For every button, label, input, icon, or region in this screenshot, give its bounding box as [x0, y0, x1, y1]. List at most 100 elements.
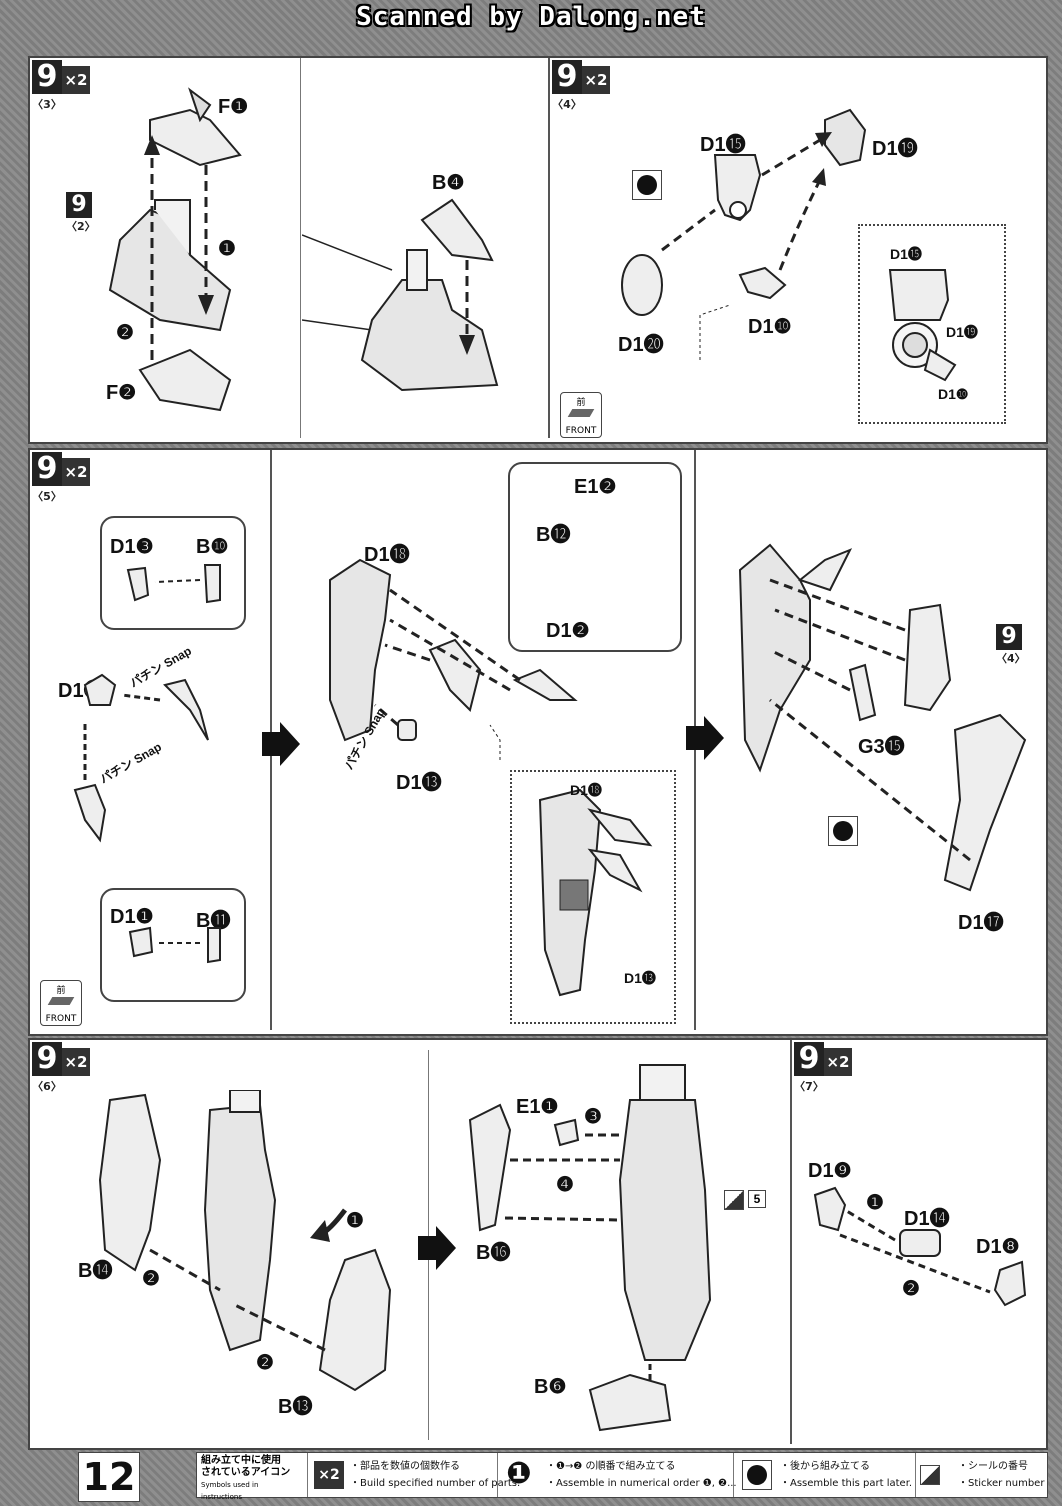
part-label-d1-9: D1❾	[808, 1160, 852, 1182]
multiplier-icon: ×2	[582, 66, 610, 94]
step-9-5-badge: 9 ×2 〈5〉	[30, 450, 92, 508]
assemble-later-icon	[742, 1460, 772, 1490]
part-label-b11: B⓫	[196, 910, 231, 932]
part-label-d1-15: D1⓯	[700, 134, 746, 156]
order-2-icon: ❷	[142, 1268, 160, 1290]
inset-diagram-claw	[538, 788, 653, 997]
part-label-d1-20: D1⓴	[618, 334, 664, 356]
part-label-b12: B⓬	[536, 524, 571, 546]
part-label-d1-14: D1⓮	[904, 1208, 950, 1230]
part-label-f2: F❷	[106, 382, 137, 404]
ref-step-substep: 〈2〉	[66, 220, 96, 233]
subassembly-bubble-claw	[508, 462, 682, 652]
inset-label-d1-10: D1❿	[938, 386, 969, 402]
part-label-b14: B⓮	[78, 1260, 113, 1282]
legend-item-order: ❶ ・❶→❷ の順番で組み立てる ・Assemble in numerical …	[497, 1453, 737, 1497]
part-label-d1-18: D1⓲	[364, 544, 410, 566]
step-number: 9	[32, 1042, 62, 1076]
inset-label-d1-19: D1⓳	[946, 324, 978, 340]
part-diagram-9-5-right	[738, 543, 1027, 892]
front-arrow-icon	[47, 997, 75, 1005]
step-number: 9	[794, 1042, 824, 1076]
part-diagram-9-7	[813, 1186, 1027, 1307]
part-label-d1-8: D1❽	[976, 1236, 1020, 1258]
part-diagram-9-3	[108, 87, 242, 412]
part-label-b10: B❿	[196, 536, 229, 558]
step-substep: 〈5〉	[32, 490, 62, 503]
part-label-d1-1: D1❶	[110, 906, 154, 928]
assemble-later-icon	[828, 816, 858, 846]
part-label-f1: F❶	[218, 96, 249, 118]
part-label-d1-19: D1⓳	[872, 138, 918, 160]
part-label-e1-1: E1❶	[516, 1096, 559, 1118]
ref-step-9-4: 9 〈4〉	[994, 622, 1028, 680]
part-label-b6: B❻	[534, 1376, 567, 1398]
part-label-d1-10: D1❿	[748, 316, 792, 338]
front-direction-icon: 前 FRONT	[560, 392, 602, 438]
multiplier-icon: ×2	[62, 458, 90, 486]
step-substep: 〈3〉	[32, 98, 62, 111]
step-9-3-badge: 9 ×2 〈3〉	[30, 58, 92, 116]
legend-title: 組み立て中に使用 されているアイコン Symbols used in instr…	[201, 1455, 291, 1501]
subassembly-bubble-top	[100, 516, 246, 630]
next-stage-arrow-icon	[418, 1226, 456, 1270]
order-1-icon: ❶	[346, 1210, 364, 1232]
multiplier-icon: ×2	[824, 1048, 852, 1076]
legend-item-multiplier: ×2 ・部品を数値の個数作る ・Build specified number o…	[307, 1453, 520, 1497]
step-substep: 〈4〉	[552, 98, 582, 111]
assemble-later-icon	[632, 170, 662, 200]
part-diagram-9-6-left	[98, 1090, 392, 1392]
order-2-icon: ❷	[116, 322, 134, 344]
inset-label-d1-18: D1⓲	[570, 782, 602, 798]
part-diagram-9-4	[621, 108, 867, 360]
step-substep: 〈6〉	[32, 1080, 62, 1093]
inset-label-d1-15: D1⓯	[890, 246, 922, 262]
step-number: 9	[552, 60, 582, 94]
sticker-icon	[724, 1190, 744, 1210]
front-arrow-icon	[567, 409, 595, 417]
sticker-icon	[920, 1465, 940, 1485]
assembled-inset	[858, 224, 1006, 424]
ref-step-number: 9	[996, 624, 1022, 650]
icon-legend: 組み立て中に使用 されているアイコン Symbols used in instr…	[196, 1452, 1048, 1501]
subassembly-bubble-bottom	[100, 888, 246, 1002]
part-diagram-b4	[302, 198, 499, 392]
order-icon: ❶	[506, 1456, 532, 1491]
order-4-icon: ❹	[556, 1174, 574, 1196]
part-label-d1-13: D1⓭	[396, 772, 442, 794]
part-label-e1-2: E1❷	[574, 476, 617, 498]
part-label-d1-2: D1❷	[546, 620, 590, 642]
part-label-b4: B❹	[432, 172, 465, 194]
next-stage-arrow-icon	[686, 716, 724, 760]
row3-panel	[28, 1038, 1048, 1450]
legend-item-sticker: ・シールの番号 ・Sticker number	[915, 1453, 1048, 1497]
part-label-g3-15: G3⓯	[858, 736, 905, 758]
sticker-number: 5	[748, 1190, 766, 1208]
multiplier-icon: ×2	[62, 66, 90, 94]
step-number: 9	[32, 60, 62, 94]
step-9-6-badge: 9 ×2 〈6〉	[30, 1040, 92, 1098]
step-9-4-badge: 9 ×2 〈4〉	[550, 58, 612, 116]
divider	[548, 58, 550, 438]
multiplier-icon: ×2	[314, 1461, 344, 1489]
inset-label-d1-13: D1⓭	[624, 970, 656, 986]
ref-step-substep: 〈4〉	[996, 652, 1026, 665]
front-direction-icon: 前 FRONT	[40, 980, 82, 1026]
part-label-d1-3: D1❸	[110, 536, 154, 558]
part-label-b16: B⓰	[476, 1242, 511, 1264]
ref-step-9-2: 9 〈2〉	[64, 190, 98, 248]
order-1-icon: ❶	[866, 1192, 884, 1214]
watermark: Scanned by Dalong.net	[356, 2, 706, 32]
part-diagram-9-6-right	[468, 1064, 712, 1432]
part-label-d1-17: D1⓱	[958, 912, 1004, 934]
multiplier-icon: ×2	[62, 1048, 90, 1076]
order-1-icon: ❶	[218, 238, 236, 260]
step-substep: 〈7〉	[794, 1080, 824, 1093]
divider	[300, 58, 301, 438]
ref-step-number: 9	[66, 192, 92, 218]
step-9-7-badge: 9 ×2 〈7〉	[792, 1040, 854, 1098]
step-number: 9	[32, 452, 62, 486]
part-diagram-9-5-left	[73, 564, 221, 964]
legend-item-later: ・後から組み立てる ・Assemble this part later.	[733, 1453, 916, 1497]
